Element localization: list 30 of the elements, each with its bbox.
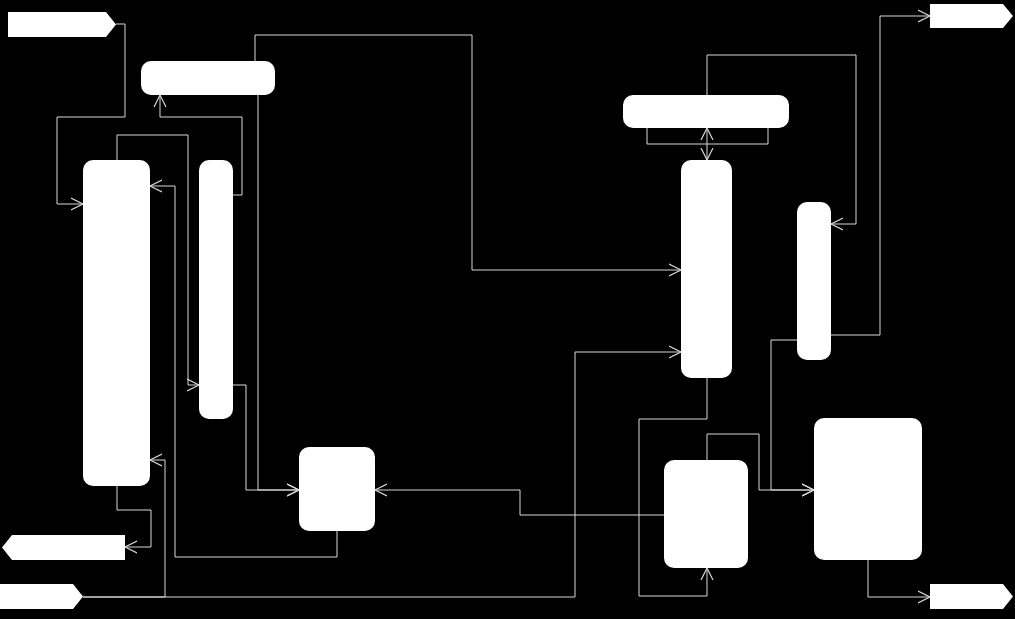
flow-arrow <box>82 453 166 598</box>
stream-tag <box>930 584 1013 609</box>
flow-arrow <box>153 94 243 196</box>
stream-tag <box>8 12 116 37</box>
column-vessel <box>681 160 732 378</box>
flow-arrow <box>254 34 682 277</box>
flow-arrow <box>116 485 152 554</box>
stream-tag <box>2 535 125 560</box>
flow-arrow <box>374 483 665 516</box>
flow-arrow <box>116 134 200 392</box>
column-vessel <box>199 160 233 419</box>
column-vessel <box>797 202 831 360</box>
loop-line <box>646 127 769 145</box>
vessel-box <box>299 447 375 531</box>
flow-arrow <box>700 127 714 161</box>
column-vessel <box>83 160 150 486</box>
stream-tag <box>0 584 83 609</box>
flow-arrow <box>56 23 126 211</box>
flow-arrow <box>706 54 857 231</box>
flow-arrow <box>867 559 931 604</box>
vessel-box <box>141 61 275 95</box>
vessel-box <box>623 95 789 128</box>
flow-arrow <box>830 9 931 336</box>
stream-tag <box>930 4 1013 28</box>
flow-arrow <box>638 377 714 597</box>
vessel-box <box>814 418 922 560</box>
flow-arrow <box>706 433 815 497</box>
flow-arrow <box>149 179 338 558</box>
vessel-box <box>664 460 748 568</box>
flow-arrow <box>257 94 300 497</box>
